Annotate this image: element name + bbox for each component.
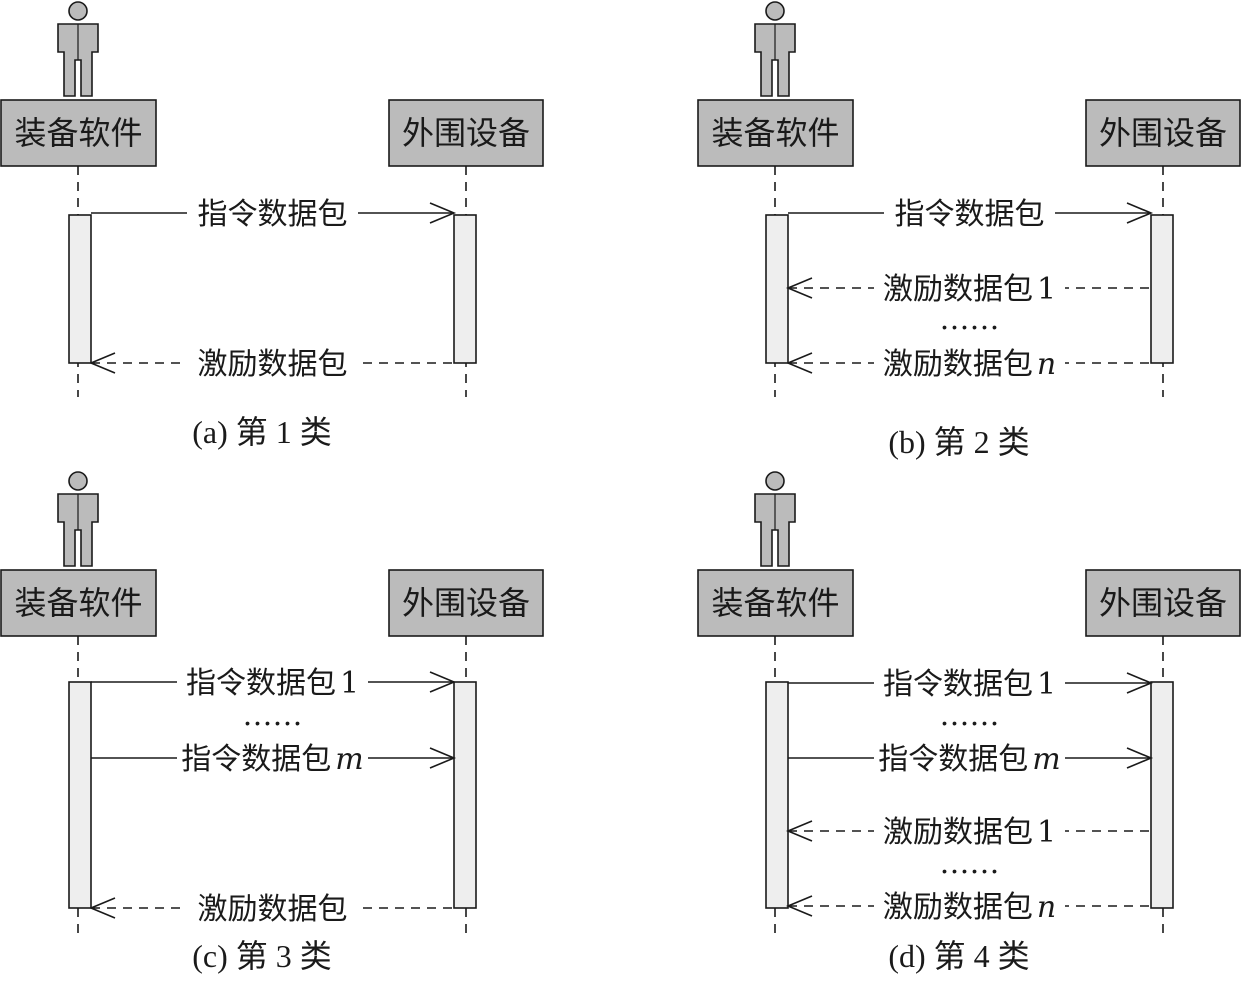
participant-equipment-software: 装备软件: [0, 99, 157, 167]
message-label: 指令数据包: [895, 197, 1045, 232]
person-icon: [57, 471, 99, 567]
activation-bar-left: [68, 681, 92, 909]
ellipsis-text: ……: [940, 846, 1000, 881]
participant-equipment-software: 装备软件: [697, 99, 854, 167]
ellipsis-text: ……: [940, 698, 1000, 733]
participant-peripheral-device: 外围设备: [388, 99, 544, 167]
stimulus-packet-message: 激励数据包: [88, 890, 454, 927]
ellipsis-text: ……: [940, 302, 1000, 337]
ellipsis: ……: [243, 698, 303, 733]
activation-bar-right: [453, 681, 477, 909]
ellipsis-text: ……: [243, 698, 303, 733]
command-packet-message: 指令数据包: [788, 195, 1154, 232]
message-label: 激励数据包: [198, 892, 348, 927]
participant-peripheral-device: 外围设备: [388, 569, 544, 637]
participant-label: 装备软件: [14, 584, 142, 622]
activation-bar-right: [1150, 214, 1174, 364]
participant-label: 外围设备: [1099, 584, 1227, 622]
participant-equipment-software: 装备软件: [0, 569, 157, 637]
participant-label: 装备软件: [711, 584, 839, 622]
participant-peripheral-device: 外围设备: [1085, 99, 1241, 167]
activation-bar-right: [453, 214, 477, 364]
participant-equipment-software: 装备软件: [697, 569, 854, 637]
panel-caption: (c) 第 3 类: [192, 938, 332, 974]
participant-peripheral-device: 外围设备: [1085, 569, 1241, 637]
activation-bar-left: [765, 214, 789, 364]
person-icon: [754, 1, 796, 97]
message-label: 激励数据包: [198, 347, 348, 382]
participant-label: 外围设备: [402, 114, 530, 152]
activation-bar-left: [68, 214, 92, 364]
ellipsis: ……: [940, 846, 1000, 881]
participant-label: 外围设备: [1099, 114, 1227, 152]
command-packet-message: 指令数据包: [91, 195, 457, 232]
person-icon: [57, 1, 99, 97]
person-icon: [754, 471, 796, 567]
activation-bar-left: [765, 681, 789, 909]
activation-bar-right: [1150, 681, 1174, 909]
participant-label: 外围设备: [402, 584, 530, 622]
ellipsis: ……: [940, 698, 1000, 733]
message-label: 指令数据包: [198, 197, 348, 232]
participant-label: 装备软件: [711, 114, 839, 152]
ellipsis: ……: [940, 302, 1000, 337]
panel-caption: (b) 第 2 类: [888, 424, 1029, 460]
panel-caption: (a) 第 1 类: [192, 414, 332, 450]
panel-caption: (d) 第 4 类: [888, 938, 1029, 974]
participant-label: 装备软件: [14, 114, 142, 152]
stimulus-packet-message: 激励数据包: [88, 345, 454, 382]
